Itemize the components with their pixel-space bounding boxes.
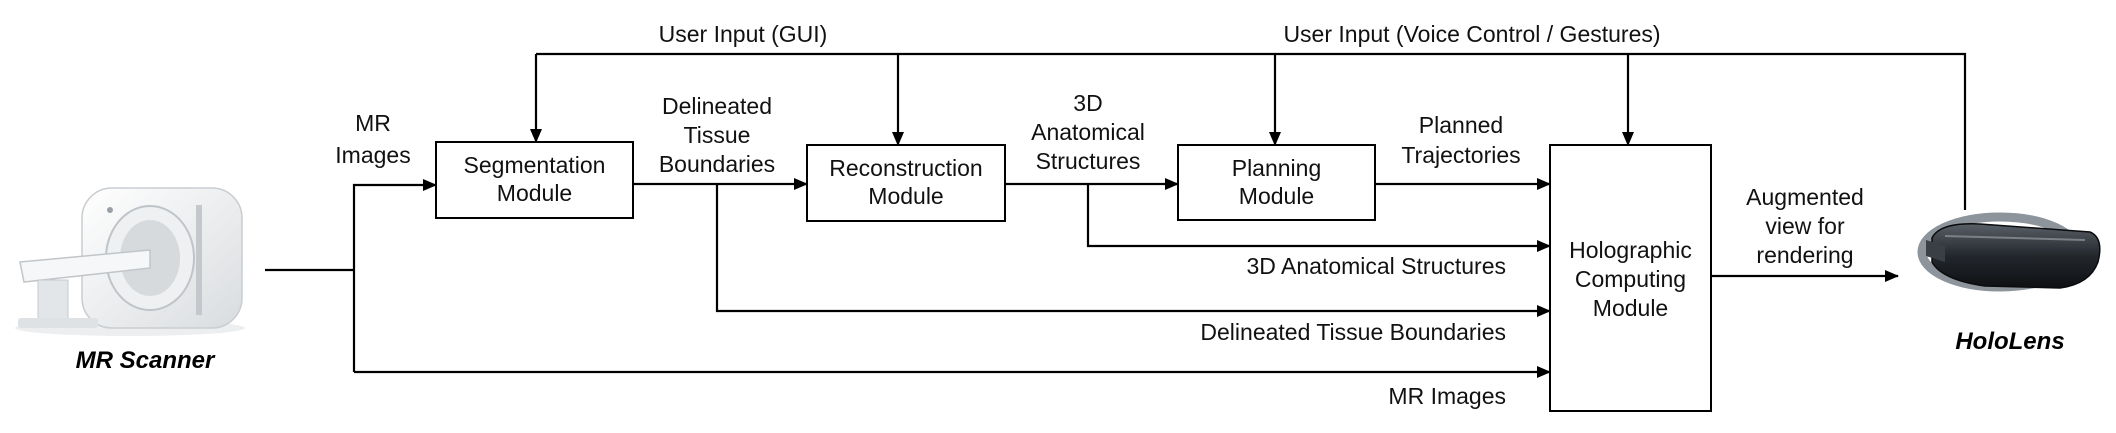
delineated-line2: Tissue [684, 122, 751, 148]
mr-images-input-label: MR Images [335, 110, 410, 168]
delineated-line3: Boundaries [659, 151, 775, 177]
data-flow-lines [265, 178, 1899, 378]
augmented-view-label: Augmented view for rendering [1746, 184, 1864, 268]
holographic-computing-module: Holographic Computing Module [1549, 144, 1712, 412]
augmented-line3: rendering [1756, 242, 1853, 268]
mr-scanner-image [15, 187, 245, 336]
hololens-caption: HoloLens [1955, 328, 2064, 355]
segmentation-module-line1: Segmentation [464, 152, 606, 178]
user-input-gui-label: User Input (GUI) [659, 21, 828, 47]
hololens-image [1917, 212, 2101, 292]
holographic-module-line3: Module [1593, 295, 1668, 321]
holographic-module-line2: Computing [1575, 266, 1686, 292]
planning-module-line2: Module [1239, 183, 1314, 209]
reconstruction-module-line2: Module [868, 183, 943, 209]
planning-module-line1: Planning [1232, 155, 1322, 181]
bus-label-anatomical: 3D Anatomical Structures [1246, 253, 1506, 279]
augmented-line1: Augmented [1746, 184, 1864, 210]
planned-line1: Planned [1419, 112, 1503, 138]
anatomical-line2: Anatomical [1031, 119, 1145, 145]
segmentation-module: Segmentation Module [435, 141, 634, 219]
mr-scanner-caption: MR Scanner [76, 347, 216, 374]
delineated-tissue-label: Delineated Tissue Boundaries [659, 93, 775, 177]
holographic-module-line1: Holographic [1569, 237, 1692, 263]
planned-trajectories-label: Planned Trajectories [1401, 112, 1520, 168]
bus-label-mr-images: MR Images [1388, 383, 1506, 409]
planning-module: Planning Module [1177, 144, 1376, 221]
mr-images-line2: Images [335, 142, 410, 168]
bus-label-delineated: Delineated Tissue Boundaries [1200, 319, 1506, 345]
anatomical-structures-label: 3D Anatomical Structures [1031, 90, 1145, 174]
segmentation-module-line2: Module [497, 180, 572, 206]
anatomical-line1: 3D [1073, 90, 1102, 116]
planned-line2: Trajectories [1401, 142, 1520, 168]
delineated-line1: Delineated [662, 93, 772, 119]
user-input-voice-label: User Input (Voice Control / Gestures) [1283, 21, 1660, 47]
mr-images-line1: MR [355, 110, 391, 136]
augmented-line2: view for [1765, 213, 1845, 239]
reconstruction-module: Reconstruction Module [806, 144, 1006, 222]
user-input-feedback-lines [530, 52, 1967, 210]
anatomical-line3: Structures [1036, 148, 1141, 174]
reconstruction-module-line1: Reconstruction [829, 155, 982, 181]
